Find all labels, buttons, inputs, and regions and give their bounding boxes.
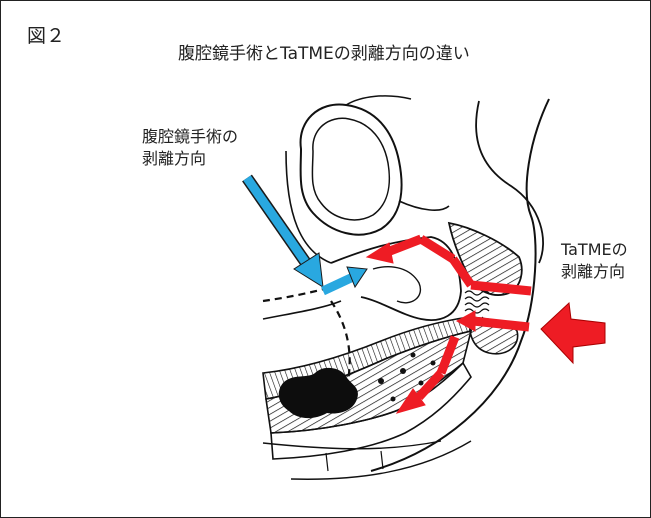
laparoscopic-direction-label: 腹腔鏡手術の 剥離方向 — [142, 126, 238, 170]
figure-label: 図２ — [27, 21, 65, 48]
tatme-direction-label: TaTMEの 剥離方向 — [561, 239, 628, 283]
laparoscopic-label-line1: 腹腔鏡手術の — [142, 126, 238, 148]
laparoscopic-label-line2: 剥離方向 — [142, 148, 238, 170]
tatme-label-line1: TaTMEの — [561, 239, 628, 261]
tatme-label-line2: 剥離方向 — [561, 261, 628, 283]
figure-title: 腹腔鏡手術とTaTMEの剥離方向の違い — [178, 39, 470, 64]
scan-background — [196, 89, 611, 501]
